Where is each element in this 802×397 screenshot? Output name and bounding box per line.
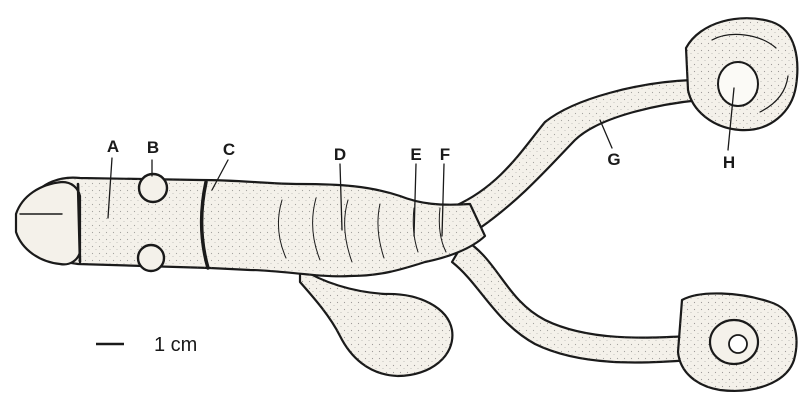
label-g: G xyxy=(607,150,620,169)
letter-labels: A B C D E F G H xyxy=(107,137,735,172)
vesicular-gland xyxy=(300,268,452,376)
label-b: B xyxy=(147,138,159,157)
label-d: D xyxy=(334,145,346,164)
label-a: A xyxy=(107,137,119,156)
gland-b-lower xyxy=(138,245,164,271)
label-f: F xyxy=(440,145,450,164)
scale-bar: 1 cm xyxy=(96,334,197,356)
label-h: H xyxy=(723,153,735,172)
lower-horn xyxy=(452,240,698,363)
upper-ovary xyxy=(686,18,797,130)
scale-bar-label: 1 cm xyxy=(154,334,197,356)
lower-ovary xyxy=(678,293,796,390)
label-e: E xyxy=(410,145,421,164)
upper-horn xyxy=(455,80,704,228)
label-c: C xyxy=(223,140,235,159)
gland-b-upper xyxy=(139,174,167,202)
